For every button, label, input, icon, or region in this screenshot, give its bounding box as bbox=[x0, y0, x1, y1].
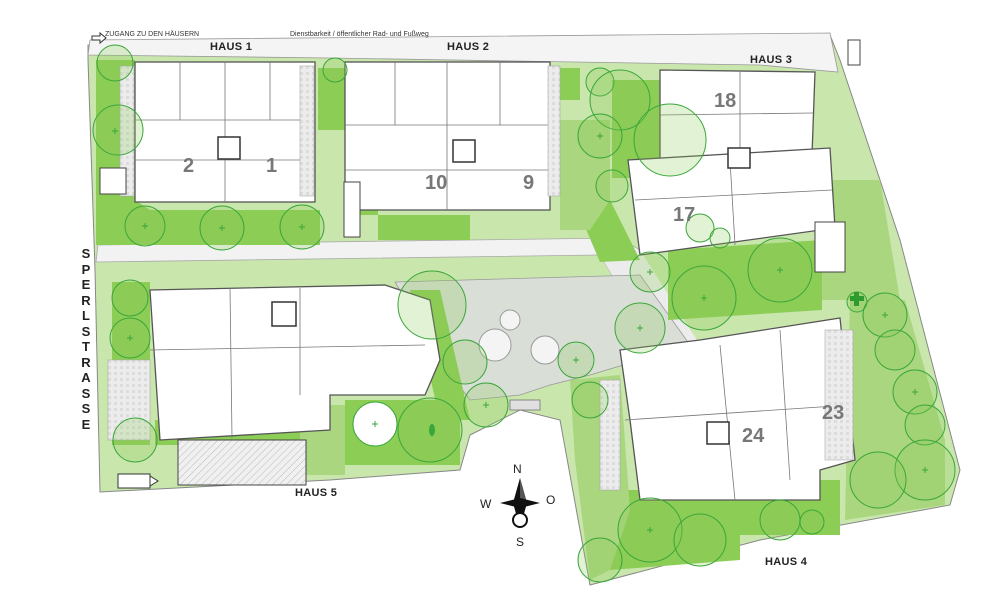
compass-south: S bbox=[516, 535, 525, 549]
compass-west: W bbox=[480, 497, 492, 511]
apartment-18: 18 bbox=[714, 90, 737, 112]
apartment-24: 24 bbox=[742, 425, 765, 447]
apartment-2: 2 bbox=[183, 155, 195, 177]
haus-1-label: HAUS 1 bbox=[210, 41, 253, 53]
haus-3-label: HAUS 3 bbox=[750, 54, 793, 66]
compass-rose bbox=[500, 478, 540, 528]
tree-markers bbox=[112, 128, 928, 533]
haus-2-label: HAUS 2 bbox=[447, 41, 490, 53]
structures bbox=[99, 39, 861, 486]
apartment-17: 17 bbox=[673, 204, 696, 226]
haus-4-label: HAUS 4 bbox=[765, 556, 808, 568]
entry-arrows bbox=[91, 31, 159, 489]
stair-cores bbox=[217, 136, 751, 445]
apartment-23: 23 bbox=[822, 402, 845, 424]
small-shrub bbox=[429, 424, 435, 436]
paved-terraces bbox=[107, 65, 854, 491]
building-haus-4 bbox=[619, 317, 856, 501]
green-cross-icon bbox=[850, 292, 864, 306]
access-label: ZUGANG ZU DEN HÄUSERN bbox=[105, 31, 200, 38]
compass-east: O bbox=[546, 493, 556, 507]
street-label: SPERLSTRASSE bbox=[81, 246, 91, 432]
apartment-9: 9 bbox=[523, 172, 535, 194]
building-haus-5 bbox=[149, 284, 441, 441]
buildings bbox=[134, 61, 856, 501]
easement-label: Dienstbarkeit / öffentlicher Rad- und Fu… bbox=[290, 31, 429, 38]
lawns bbox=[96, 60, 840, 570]
building-haus-2 bbox=[344, 61, 551, 211]
apartment-1: 1 bbox=[266, 155, 278, 177]
compass-north: N bbox=[513, 462, 522, 476]
apartment-10: 10 bbox=[425, 172, 448, 194]
haus-5-label: HAUS 5 bbox=[295, 487, 338, 499]
